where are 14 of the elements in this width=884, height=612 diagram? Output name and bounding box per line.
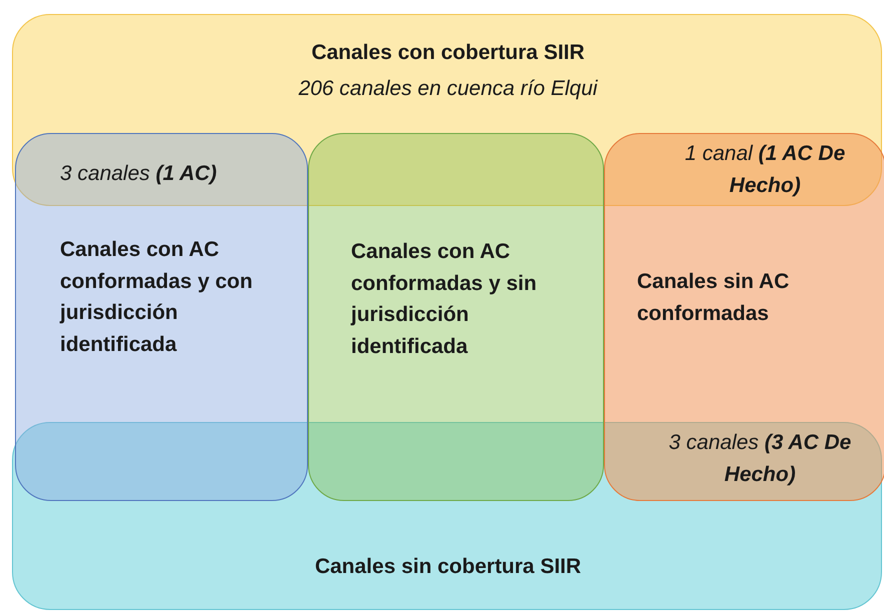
count-label: 3 canales (3 AC De Hecho)	[668, 430, 852, 488]
region-shape	[308, 133, 604, 501]
subtitle-text: 206 canales en cuenca río Elqui	[298, 76, 599, 102]
region-shape	[12, 14, 882, 206]
region-text: Canales con AC conformadas y con jurisdicción identificada	[60, 237, 254, 358]
region-shape	[604, 133, 884, 501]
heading-text: Canales sin cobertura SIIR	[314, 554, 582, 580]
region-text: Canales sin AC conformadas	[637, 269, 790, 326]
region-text: Canales con AC conformadas y sin jurisdicción identificada	[351, 239, 538, 360]
heading-text: Canales con cobertura SIIR	[310, 40, 586, 66]
region-shape	[12, 422, 882, 610]
count-label: 1 canal (1 AC De Hecho)	[684, 141, 846, 198]
region-shape	[15, 133, 308, 501]
count-label: 3 canales (1 AC)	[60, 161, 218, 187]
